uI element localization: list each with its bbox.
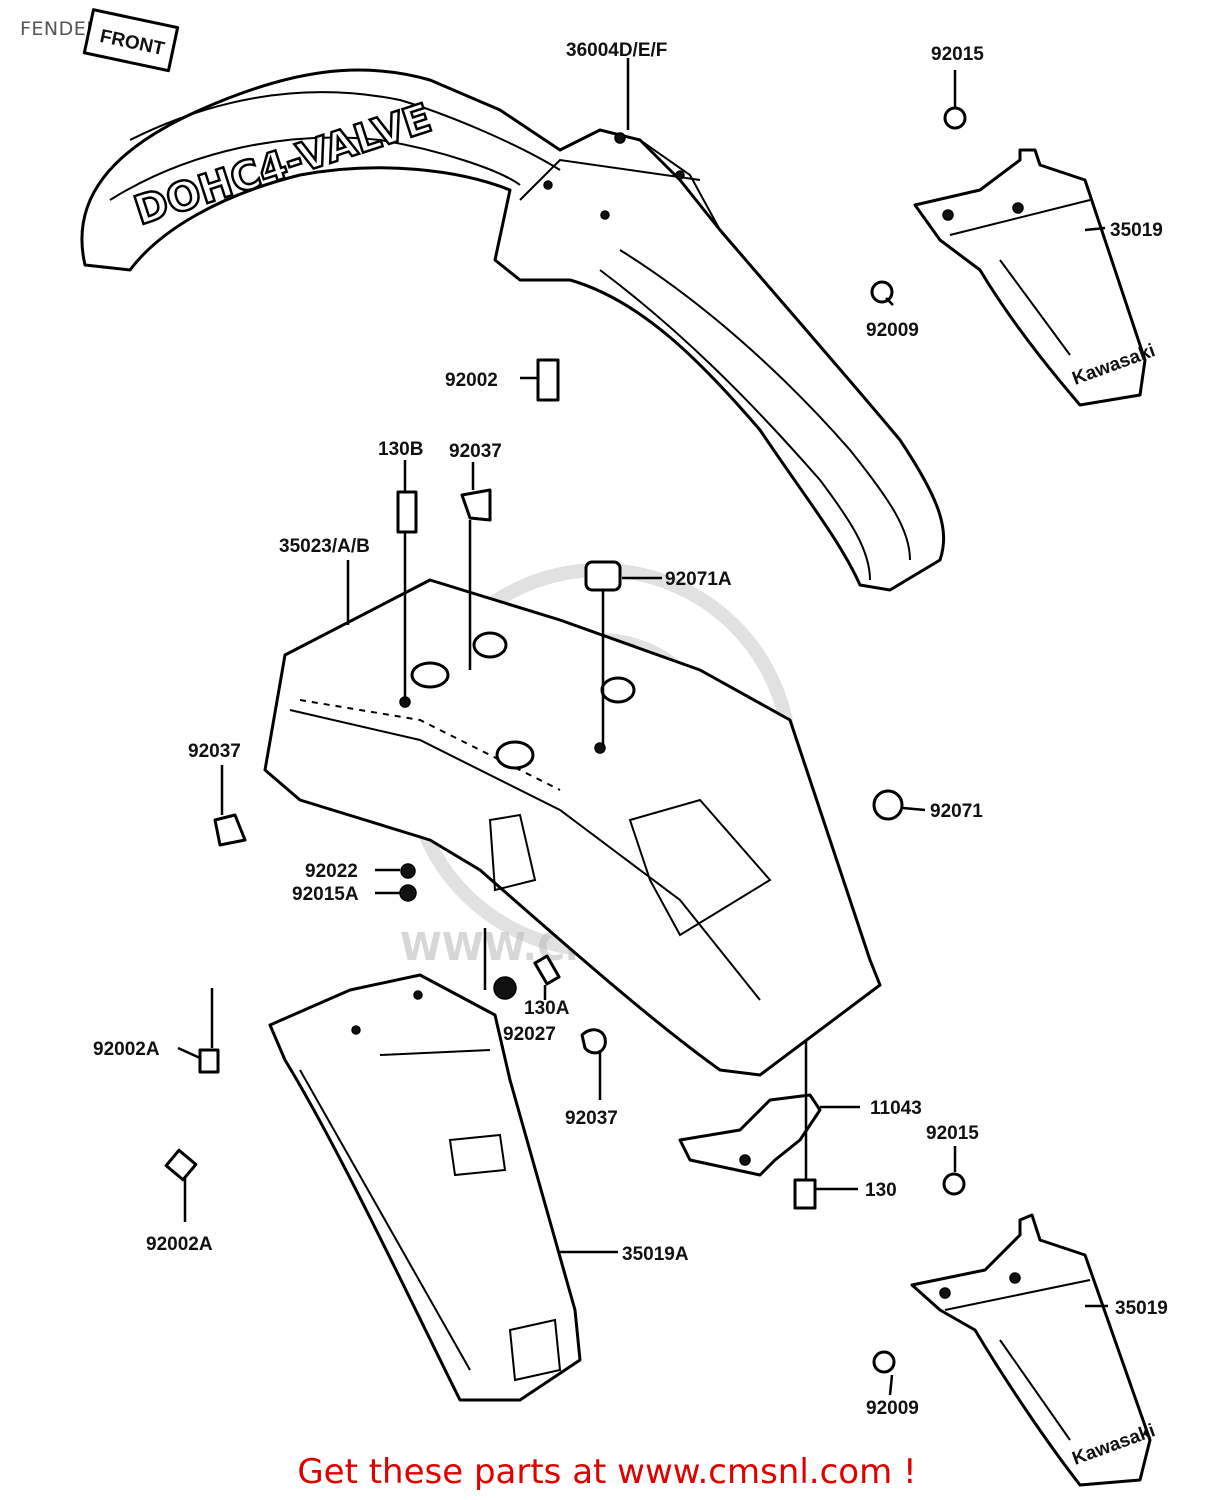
rear-fender-front-section (268, 973, 582, 1402)
callout-36004def: 36004D/E/F (566, 40, 667, 61)
callout-130: 130 (865, 1180, 897, 1201)
callout-92015-bottom: 92015 (926, 1123, 979, 1144)
callout-92071: 92071 (930, 801, 983, 822)
callout-92071a: 92071A (665, 569, 732, 590)
callout-130a: 130A (524, 998, 570, 1019)
fasteners (164, 106, 967, 1374)
callout-92027: 92027 (503, 1024, 556, 1045)
mud-flap-lower: Kawasaki (910, 1213, 1158, 1487)
callout-35023ab: 35023/A/B (279, 536, 370, 557)
callout-92009-bottom: 92009 (866, 1398, 919, 1419)
callout-92015-top: 92015 (931, 44, 984, 65)
callout-130b: 130B (378, 439, 423, 460)
front-sticker: FRONT (82, 8, 180, 73)
leader-lines (177, 58, 1108, 1396)
bracket (678, 1093, 822, 1177)
callout-92037-a: 92037 (449, 441, 502, 462)
front-fender: DOHC4-VALVE (80, 68, 946, 592)
callout-92015a: 92015A (292, 884, 359, 905)
callout-labels: 36004D/E/F 92015 35019 92009 92002 130B … (93, 40, 1168, 1419)
callout-92022: 92022 (305, 861, 358, 882)
callout-35019a: 35019A (622, 1244, 689, 1265)
promo-link-text[interactable]: Get these parts at www.cmsnl.com ! (297, 1452, 917, 1492)
callout-35019-bottom: 35019 (1115, 1298, 1168, 1319)
callout-92009-top: 92009 (866, 320, 919, 341)
callout-92037-b: 92037 (188, 741, 241, 762)
page-title: FENDER (20, 18, 100, 40)
callout-11043: 11043 (870, 1098, 922, 1119)
callout-92002a-2: 92002A (146, 1234, 213, 1255)
callout-92002: 92002 (445, 370, 498, 391)
callout-35019-top: 35019 (1110, 220, 1163, 241)
callout-92002a-1: 92002A (93, 1039, 160, 1060)
mud-flap-upper: Kawasaki (913, 148, 1158, 407)
callout-92037-c: 92037 (565, 1108, 618, 1129)
rear-fender (263, 578, 882, 1077)
